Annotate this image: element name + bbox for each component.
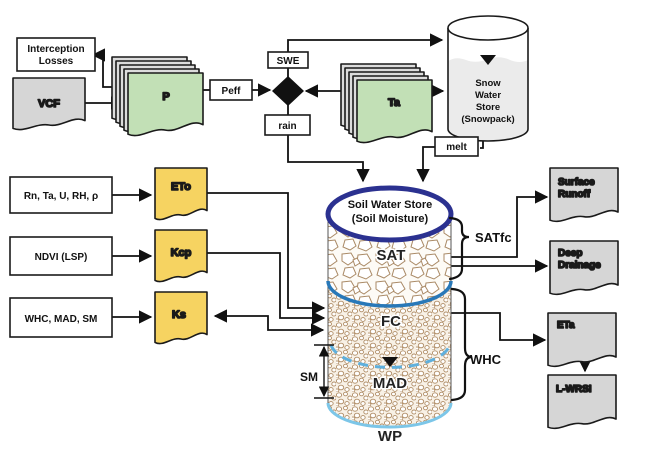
lwrsi-document: L-WRSI	[547, 374, 617, 430]
melt-box: melt	[434, 136, 479, 157]
connector-swe-to-snowstore	[287, 33, 444, 52]
peff-box: Peff	[209, 79, 253, 101]
mad-level-marker-icon	[382, 357, 398, 367]
wp-line	[326, 402, 453, 429]
connector-snowstore-to-melt	[480, 140, 484, 149]
snow-top-ellipse	[447, 15, 529, 41]
connector-soilstore-to-runoff	[451, 190, 549, 258]
melt-label: melt	[446, 142, 467, 153]
met-inputs-label: Rn, Ta, U, RH, ρ	[24, 191, 98, 202]
kcp-label: Kcp	[171, 247, 192, 259]
snowpack-fill	[448, 57, 528, 141]
sat-label: SAT	[377, 247, 406, 264]
eta-document: ETa	[547, 312, 617, 368]
sm-measure-ticks	[314, 344, 334, 399]
snow-label-1: Snow	[475, 78, 501, 89]
deep-drainage-label-2: Drainage	[558, 260, 601, 271]
p-front-sheet	[127, 72, 204, 137]
temperature-stack: Ta	[340, 63, 433, 144]
vcf-document: VCF	[12, 77, 86, 131]
ta-front-sheet	[356, 79, 433, 144]
ks-label: Ks	[172, 309, 186, 321]
wp-label: WP	[378, 428, 402, 445]
vcf-label: VCF	[38, 98, 60, 110]
snow-water-store: Snow Water Store (Snowpack)	[447, 15, 529, 142]
kcp-document: Kcp	[154, 229, 208, 283]
whc-inputs-box: WHC, MAD, SM	[9, 297, 113, 338]
mad-label: MAD	[373, 375, 407, 392]
whc-brace	[450, 287, 473, 402]
ndvi-box: NDVI (LSP)	[9, 236, 113, 276]
whc-label: WHC	[470, 352, 502, 367]
fc-label: FC	[381, 313, 401, 330]
sm-label: SM	[300, 370, 318, 384]
soil-store-subtitle: (Soil Moisture)	[352, 213, 429, 225]
surface-runoff-label-2: Runoff	[558, 189, 591, 200]
annotations: SATfc WHC SM	[300, 216, 512, 402]
snow-level-marker-icon	[480, 55, 496, 65]
eto-label: ETo	[171, 181, 191, 193]
peff-label: Peff	[222, 86, 242, 97]
rain-box: rain	[264, 114, 311, 136]
surface-runoff-document: Surface Runoff	[549, 167, 619, 223]
connector-melt-to-soilstore	[416, 146, 435, 183]
ndvi-label: NDVI (LSP)	[35, 252, 88, 263]
swe-label: SWE	[277, 56, 300, 67]
satfc-brace	[448, 216, 470, 281]
deep-drainage-document: Deep Drainage	[549, 240, 619, 296]
met-inputs-box: Rn, Ta, U, RH, ρ	[9, 176, 113, 214]
snow-label-3: Store	[476, 102, 500, 113]
swe-box: SWE	[267, 51, 309, 69]
eto-document: ETo	[154, 167, 208, 221]
snow-label-4: (Snowpack)	[461, 114, 514, 125]
soil-store-top-ellipse	[325, 185, 454, 243]
lwrsi-label: L-WRSI	[556, 384, 592, 395]
connector-p-to-interception	[91, 48, 119, 88]
surface-runoff-label-1: Surface	[558, 177, 595, 188]
connector-soilstore-to-eta	[451, 312, 547, 347]
soil-water-store: Soil Water Store (Soil Moisture) SAT FC …	[325, 185, 454, 447]
p-label: P	[162, 91, 169, 103]
ta-label: Ta	[388, 97, 401, 109]
deep-drainage-label-1: Deep	[558, 248, 582, 259]
soil-store-title: Soil Water Store	[348, 199, 433, 211]
precipitation-stack: P	[111, 56, 204, 137]
snow-label-2: Water	[475, 90, 501, 101]
connector-eto-to-soilstore	[207, 192, 326, 315]
connector-ks-soilstore-feedback	[213, 309, 325, 337]
whc-inputs-label: WHC, MAD, SM	[25, 314, 98, 325]
ks-document: Ks	[154, 291, 208, 345]
interception-label-2: Losses	[39, 56, 74, 67]
interception-label-1: Interception	[27, 44, 84, 55]
fc-zone	[328, 281, 451, 428]
fc-line	[326, 280, 453, 308]
rain-snow-partition-diamond	[272, 76, 304, 106]
connector-rain-to-soilstore	[287, 135, 370, 183]
satfc-label: SATfc	[475, 230, 512, 245]
snow-cylinder-outline	[447, 28, 529, 142]
eta-label: ETa	[557, 320, 575, 331]
interception-losses-box: Interception Losses	[16, 37, 96, 72]
rain-label: rain	[278, 121, 296, 132]
